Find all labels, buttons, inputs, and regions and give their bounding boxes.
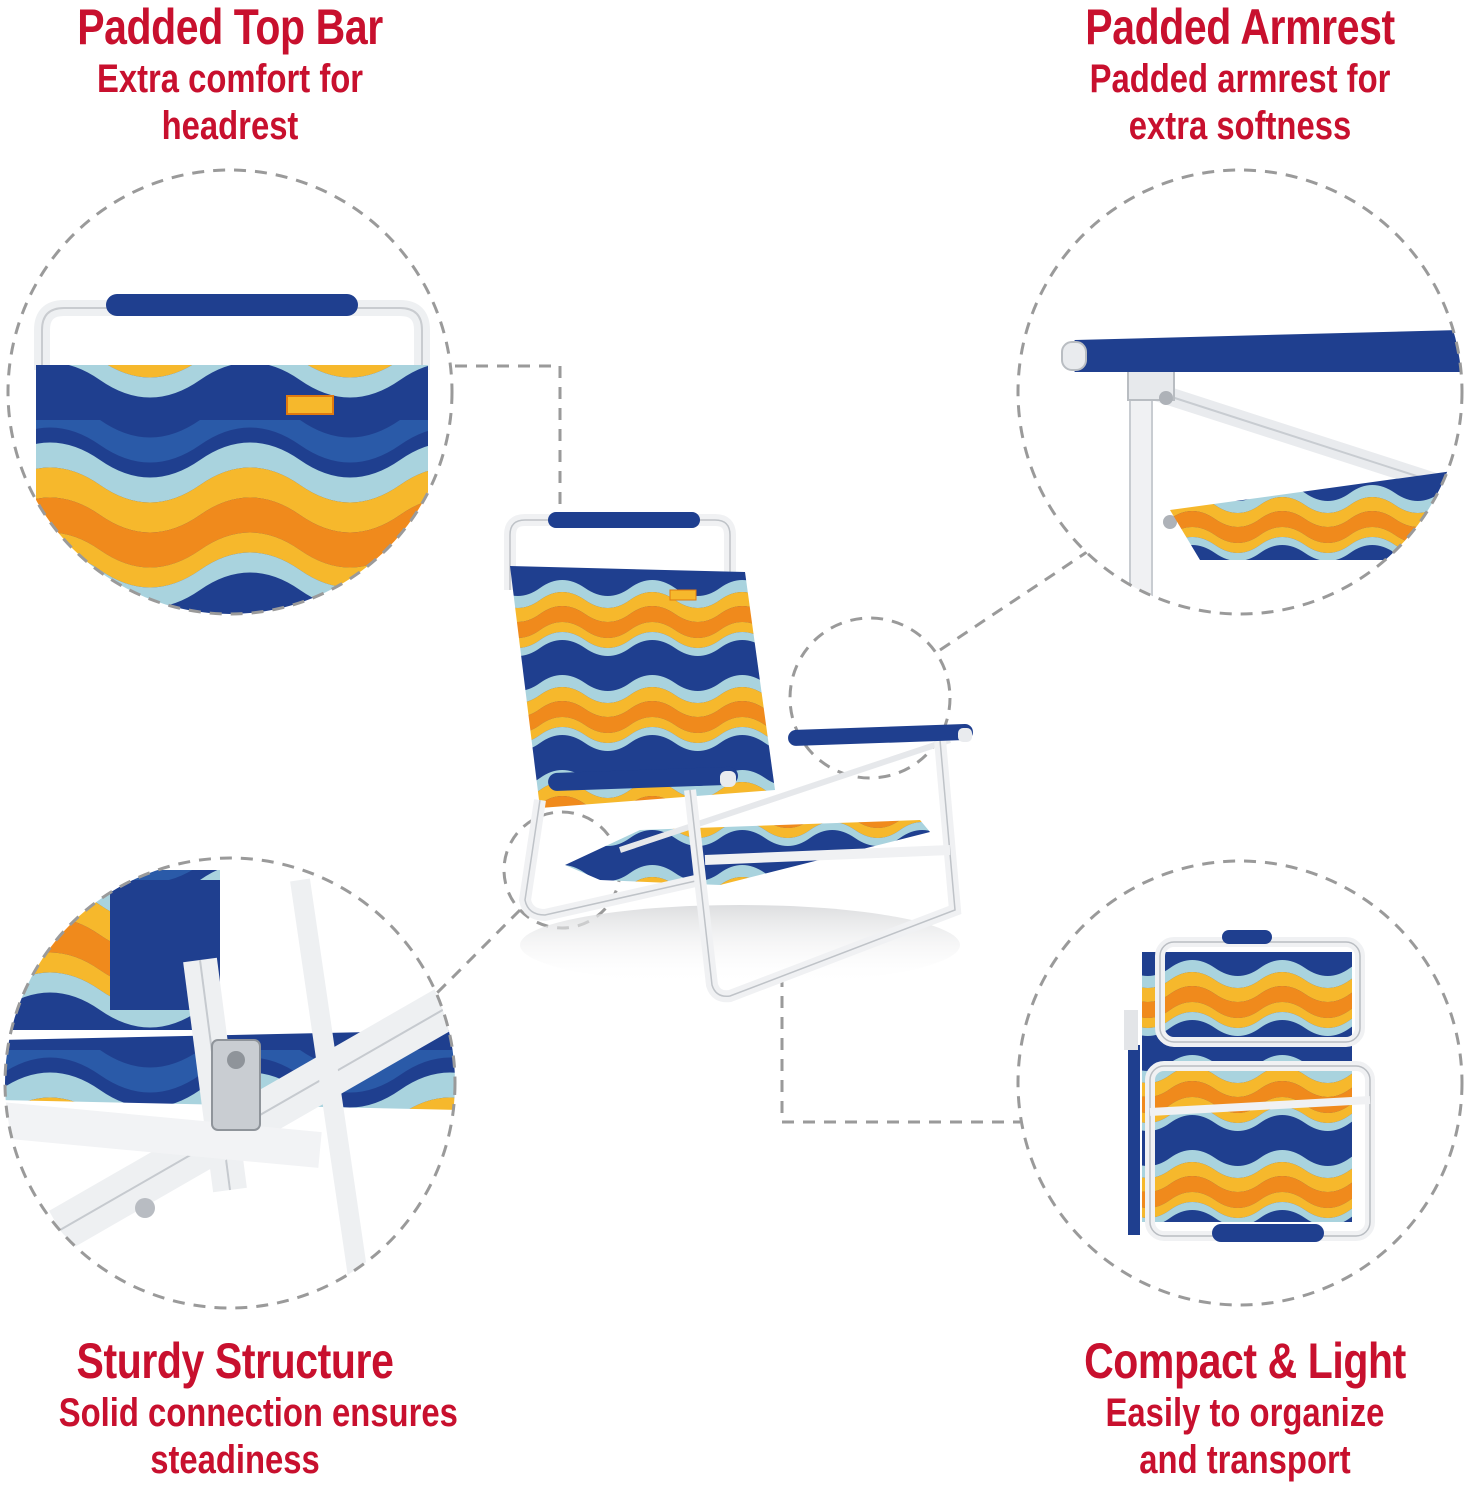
- connector-bottom-left: [418, 908, 522, 1012]
- detail-folded-image: [1016, 859, 1464, 1307]
- feature-title: Padded Top Bar: [77, 0, 383, 55]
- feature-desc-line: Extra comfort for: [96, 57, 364, 101]
- detail-circle-border: [1016, 859, 1464, 1307]
- feature-desc-line: Easily to organize: [1105, 1391, 1385, 1435]
- feature-desc-line: Padded armrest for: [1089, 57, 1391, 101]
- connector-bottom-right: [780, 975, 1020, 1124]
- feature-title: Sturdy Structure: [76, 1333, 394, 1389]
- detail-top-bar-image: [6, 168, 454, 616]
- detail-armrest-image: [1016, 168, 1464, 616]
- connector-top-left: [455, 364, 562, 510]
- feature-caption-sturdy-structure: Sturdy Structure Solid connection ensure…: [20, 1333, 458, 1483]
- feature-desc-line: Solid connection ensures: [58, 1391, 458, 1435]
- feature-title: Padded Armrest: [1085, 0, 1395, 55]
- feature-caption-compact-light: Compact & Light Easily to organize and t…: [1030, 1334, 1460, 1482]
- feature-caption-padded-top-bar: Padded Top Bar Extra comfort for headres…: [20, 0, 440, 148]
- dashed-connectors: [418, 364, 1091, 1124]
- feature-desc-line: extra softness: [1128, 104, 1352, 149]
- feature-desc-line: steadiness: [150, 1438, 320, 1483]
- feature-desc-line: and transport: [1139, 1438, 1351, 1483]
- highlight-circle-armrest: [788, 616, 952, 780]
- feature-desc-line: headrest: [161, 104, 299, 149]
- detail-circle-border: [1016, 168, 1464, 616]
- detail-structure-image: [3, 856, 457, 1310]
- feature-title: Compact & Light: [1084, 1333, 1406, 1389]
- detail-circle-border: [3, 856, 457, 1310]
- detail-circle-border: [6, 168, 454, 616]
- feature-caption-padded-armrest: Padded Armrest Padded armrest for extra …: [1030, 0, 1450, 148]
- central-chair-image: [504, 512, 973, 1003]
- connector-top-right: [939, 548, 1091, 652]
